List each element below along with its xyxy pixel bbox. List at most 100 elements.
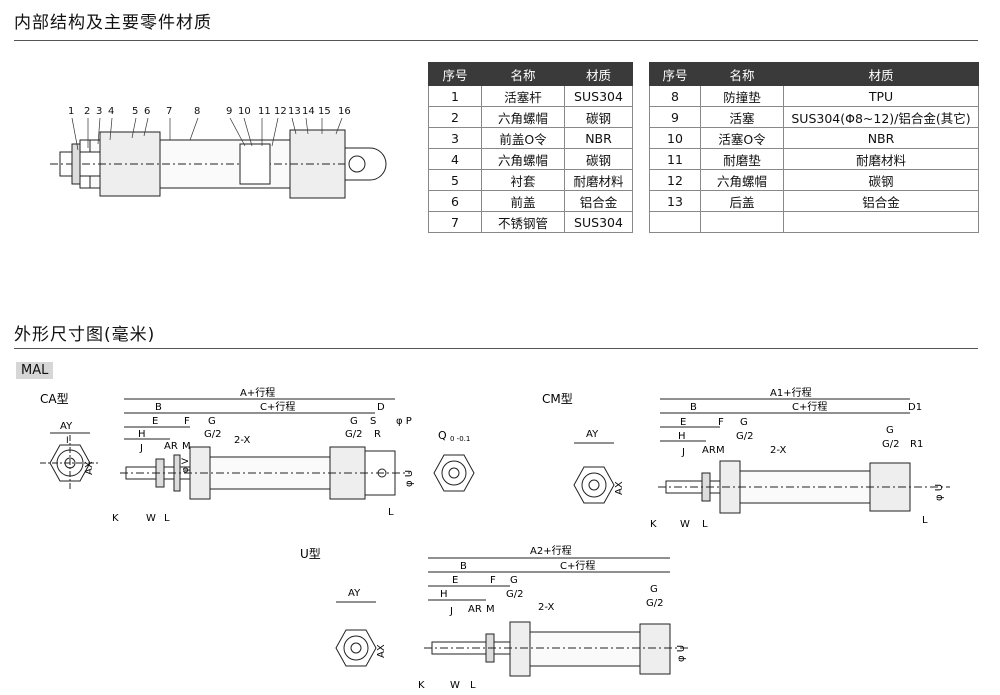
dim-e: E [152,416,158,427]
dim-g2: G/2 [204,429,221,440]
dim-g2-rear: G/2 [345,429,362,440]
callout-15: 15 [318,106,331,117]
dim-j-u: J [449,606,453,617]
dim-k: K [112,513,119,524]
section-callout-numbers: 1 2 3 4 5 6 7 8 9 10 11 12 13 14 15 16 [68,106,351,117]
title-rule-2 [14,348,978,349]
dim-ay: AY [60,421,73,432]
dim-r1: R1 [910,439,923,450]
table-row [649,211,979,233]
dim-b: B [155,402,162,413]
dim-k-u: K [418,680,425,691]
dim-u-u: φ U [676,645,687,662]
dim-ar-u: AR [468,604,482,615]
col-material: 材质 [564,62,633,86]
u-type-label: U型 [300,547,321,561]
dim-l-u: L [470,680,476,691]
ca-type-label: CA型 [40,392,69,406]
dim-f-cm: F [718,417,724,428]
dim-g-cm-rear: G [886,425,894,436]
dim-d1: D1 [908,402,922,413]
dim-u-cm: φ U [934,484,945,501]
dim-b-cm: B [690,402,697,413]
dim-g-cm: G [740,417,748,428]
col-material: 材质 [783,62,979,86]
dim-ax: AX [84,461,95,475]
dim-g2-cm-rear: G/2 [882,439,899,450]
dim-i: I [66,436,69,446]
dim-q-tol: 0 -0.1 [450,435,470,443]
ca-type-drawing: CA型 AY I AX A+行程 B C+行程 D E F G G/2 H J … [40,386,475,524]
external-dimensions-title: 外形尺寸图(毫米) [14,325,156,345]
dim-p: φ P [396,416,412,427]
dim-h-cm: H [678,431,686,442]
callout-7: 7 [166,106,172,117]
dim-w-u: W [450,680,460,691]
col-no: 序号 [428,62,482,86]
cm-type-drawing: CM型 AY AX A1+行程 B C+行程 D1 E F G G/2 H J … [542,386,950,530]
callout-11: 11 [258,106,271,117]
callout-4: 4 [108,106,114,117]
dim-j: J [139,443,143,454]
dim-l: L [164,513,170,524]
dim-d: D [377,402,385,413]
dim-ay-cm: AY [586,429,599,440]
callout-12: 12 [274,106,287,117]
dim-e-u: E [452,575,458,586]
dim-k-cm: K [650,519,657,530]
dim-c-u: C+行程 [560,559,595,572]
dim-w: W [146,513,156,524]
dim-m: M [182,441,191,452]
dim-a: A+行程 [240,386,275,399]
dim-g-rear: G [350,416,358,427]
callout-2: 2 [84,106,90,117]
dim-g-u-rear: G [650,584,658,595]
series-tag: MAL [16,362,54,379]
dim-x: 2-X [234,435,250,446]
dim-e-cm: E [680,417,686,428]
dim-g-u: G [510,575,518,586]
dim-x-u: 2-X [538,602,554,613]
dim-ar-cm: AR [702,445,716,456]
col-no: 序号 [649,62,701,86]
dim-q: Q [438,429,447,442]
internal-section-drawing: 1 2 3 4 5 6 7 8 9 10 11 12 13 14 15 16 [50,106,387,199]
callout-14: 14 [302,106,315,117]
dim-g2-cm: G/2 [736,431,753,442]
dim-g: G [208,416,216,427]
title-rule-1 [14,40,978,41]
u-type-drawing: U型 AY AX A2+行程 B C+行程 E F G G/2 H J AR M… [300,544,690,691]
dim-l-cm-rear: L [922,515,928,526]
dim-u: φ U [404,470,415,487]
dim-b-u: B [460,561,467,572]
dim-c: C+行程 [260,400,295,413]
dim-ax-cm: AX [614,481,625,495]
dim-v: φ V [181,457,191,473]
dim-f-u: F [490,575,496,586]
dim-ar: AR [164,441,178,452]
dim-c-cm: C+行程 [792,400,827,413]
callout-8: 8 [194,106,200,117]
dim-f: F [184,416,190,427]
col-name: 名称 [481,62,565,86]
col-name: 名称 [700,62,784,86]
callout-1: 1 [68,106,74,117]
callout-3: 3 [96,106,102,117]
dim-m-u: M [486,604,495,615]
dim-j-cm: J [681,447,685,458]
callout-5: 5 [132,106,138,117]
dim-g2-u-rear: G/2 [646,598,663,609]
dim-s: S [370,416,376,427]
dim-w-cm: W [680,519,690,530]
